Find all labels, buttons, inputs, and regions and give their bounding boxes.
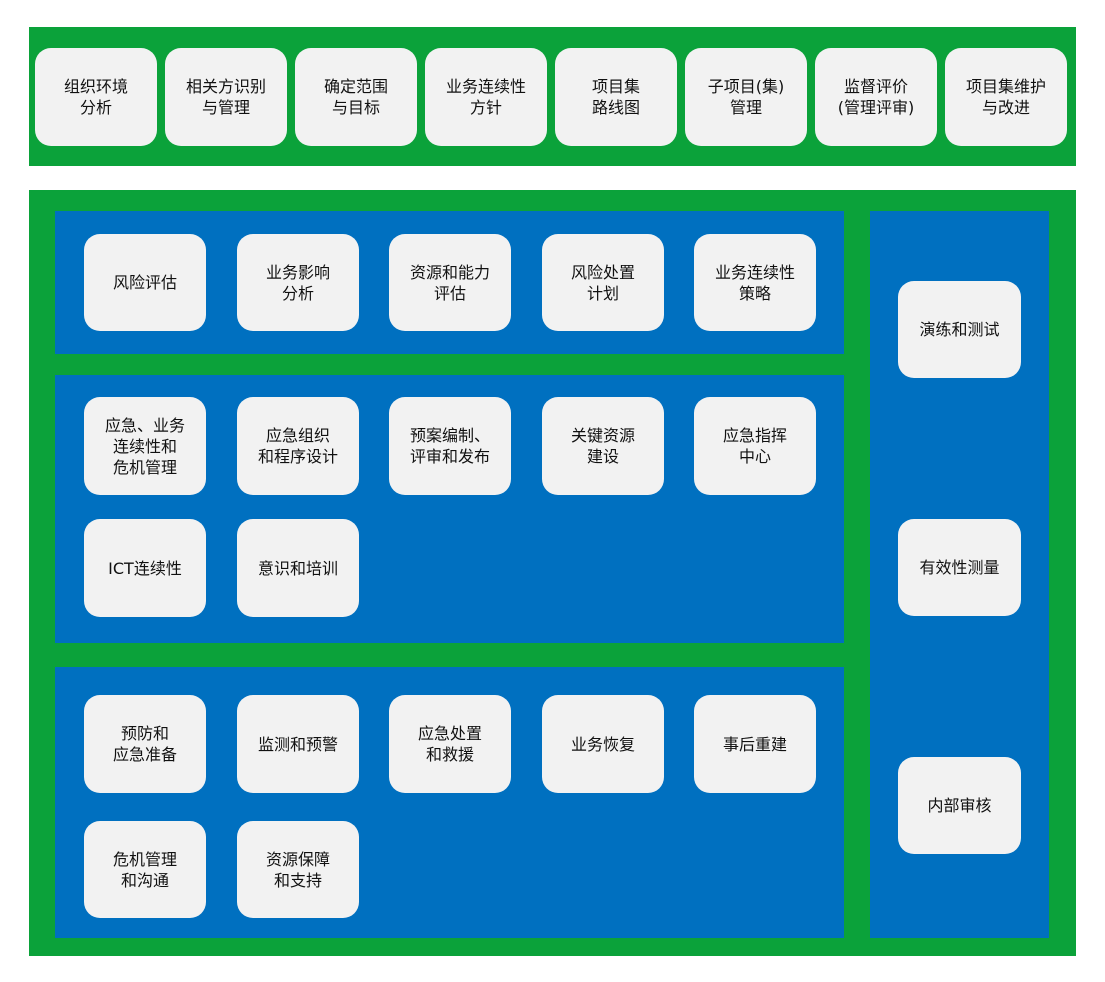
top-box-scope-goals: 确定范围 与目标: [295, 48, 417, 146]
top-box-maintenance-improvement: 项目集维护 与改进: [945, 48, 1067, 146]
top-box-org-context: 组织环境 分析: [35, 48, 157, 146]
s3-monitoring-warning: 监测和预警: [237, 695, 359, 793]
s2-emergency-bc-crisis-mgmt: 应急、业务 连续性和 危机管理: [84, 397, 206, 495]
right-exercise-testing: 演练和测试: [898, 281, 1021, 378]
s1-bc-strategy: 业务连续性 策略: [694, 234, 816, 331]
s3-prevention-preparedness: 预防和 应急准备: [84, 695, 206, 793]
top-box-subproject-mgmt: 子项目(集) 管理: [685, 48, 807, 146]
top-box-supervision-review: 监督评价 (管理评审): [815, 48, 937, 146]
top-box-roadmap: 项目集 路线图: [555, 48, 677, 146]
s3-crisis-mgmt-communication: 危机管理 和沟通: [84, 821, 206, 918]
top-box-stakeholders: 相关方识别 与管理: [165, 48, 287, 146]
s1-risk-assessment: 风险评估: [84, 234, 206, 331]
s1-risk-treatment-plan: 风险处置 计划: [542, 234, 664, 331]
top-box-bc-policy: 业务连续性 方针: [425, 48, 547, 146]
s2-emergency-command-center: 应急指挥 中心: [694, 397, 816, 495]
right-effectiveness-measurement: 有效性测量: [898, 519, 1021, 616]
s3-post-event-reconstruction: 事后重建: [694, 695, 816, 793]
s2-emergency-org-procedure: 应急组织 和程序设计: [237, 397, 359, 495]
s3-business-recovery: 业务恢复: [542, 695, 664, 793]
right-internal-audit: 内部审核: [898, 757, 1021, 854]
s2-key-resource-building: 关键资源 建设: [542, 397, 664, 495]
s1-business-impact-analysis: 业务影响 分析: [237, 234, 359, 331]
s3-response-rescue: 应急处置 和救援: [389, 695, 511, 793]
s2-ict-continuity: ICT连续性: [84, 519, 206, 617]
s1-resource-capability-assessment: 资源和能力 评估: [389, 234, 511, 331]
s3-resource-support: 资源保障 和支持: [237, 821, 359, 918]
s2-awareness-training: 意识和培训: [237, 519, 359, 617]
s2-plan-development: 预案编制、 评审和发布: [389, 397, 511, 495]
